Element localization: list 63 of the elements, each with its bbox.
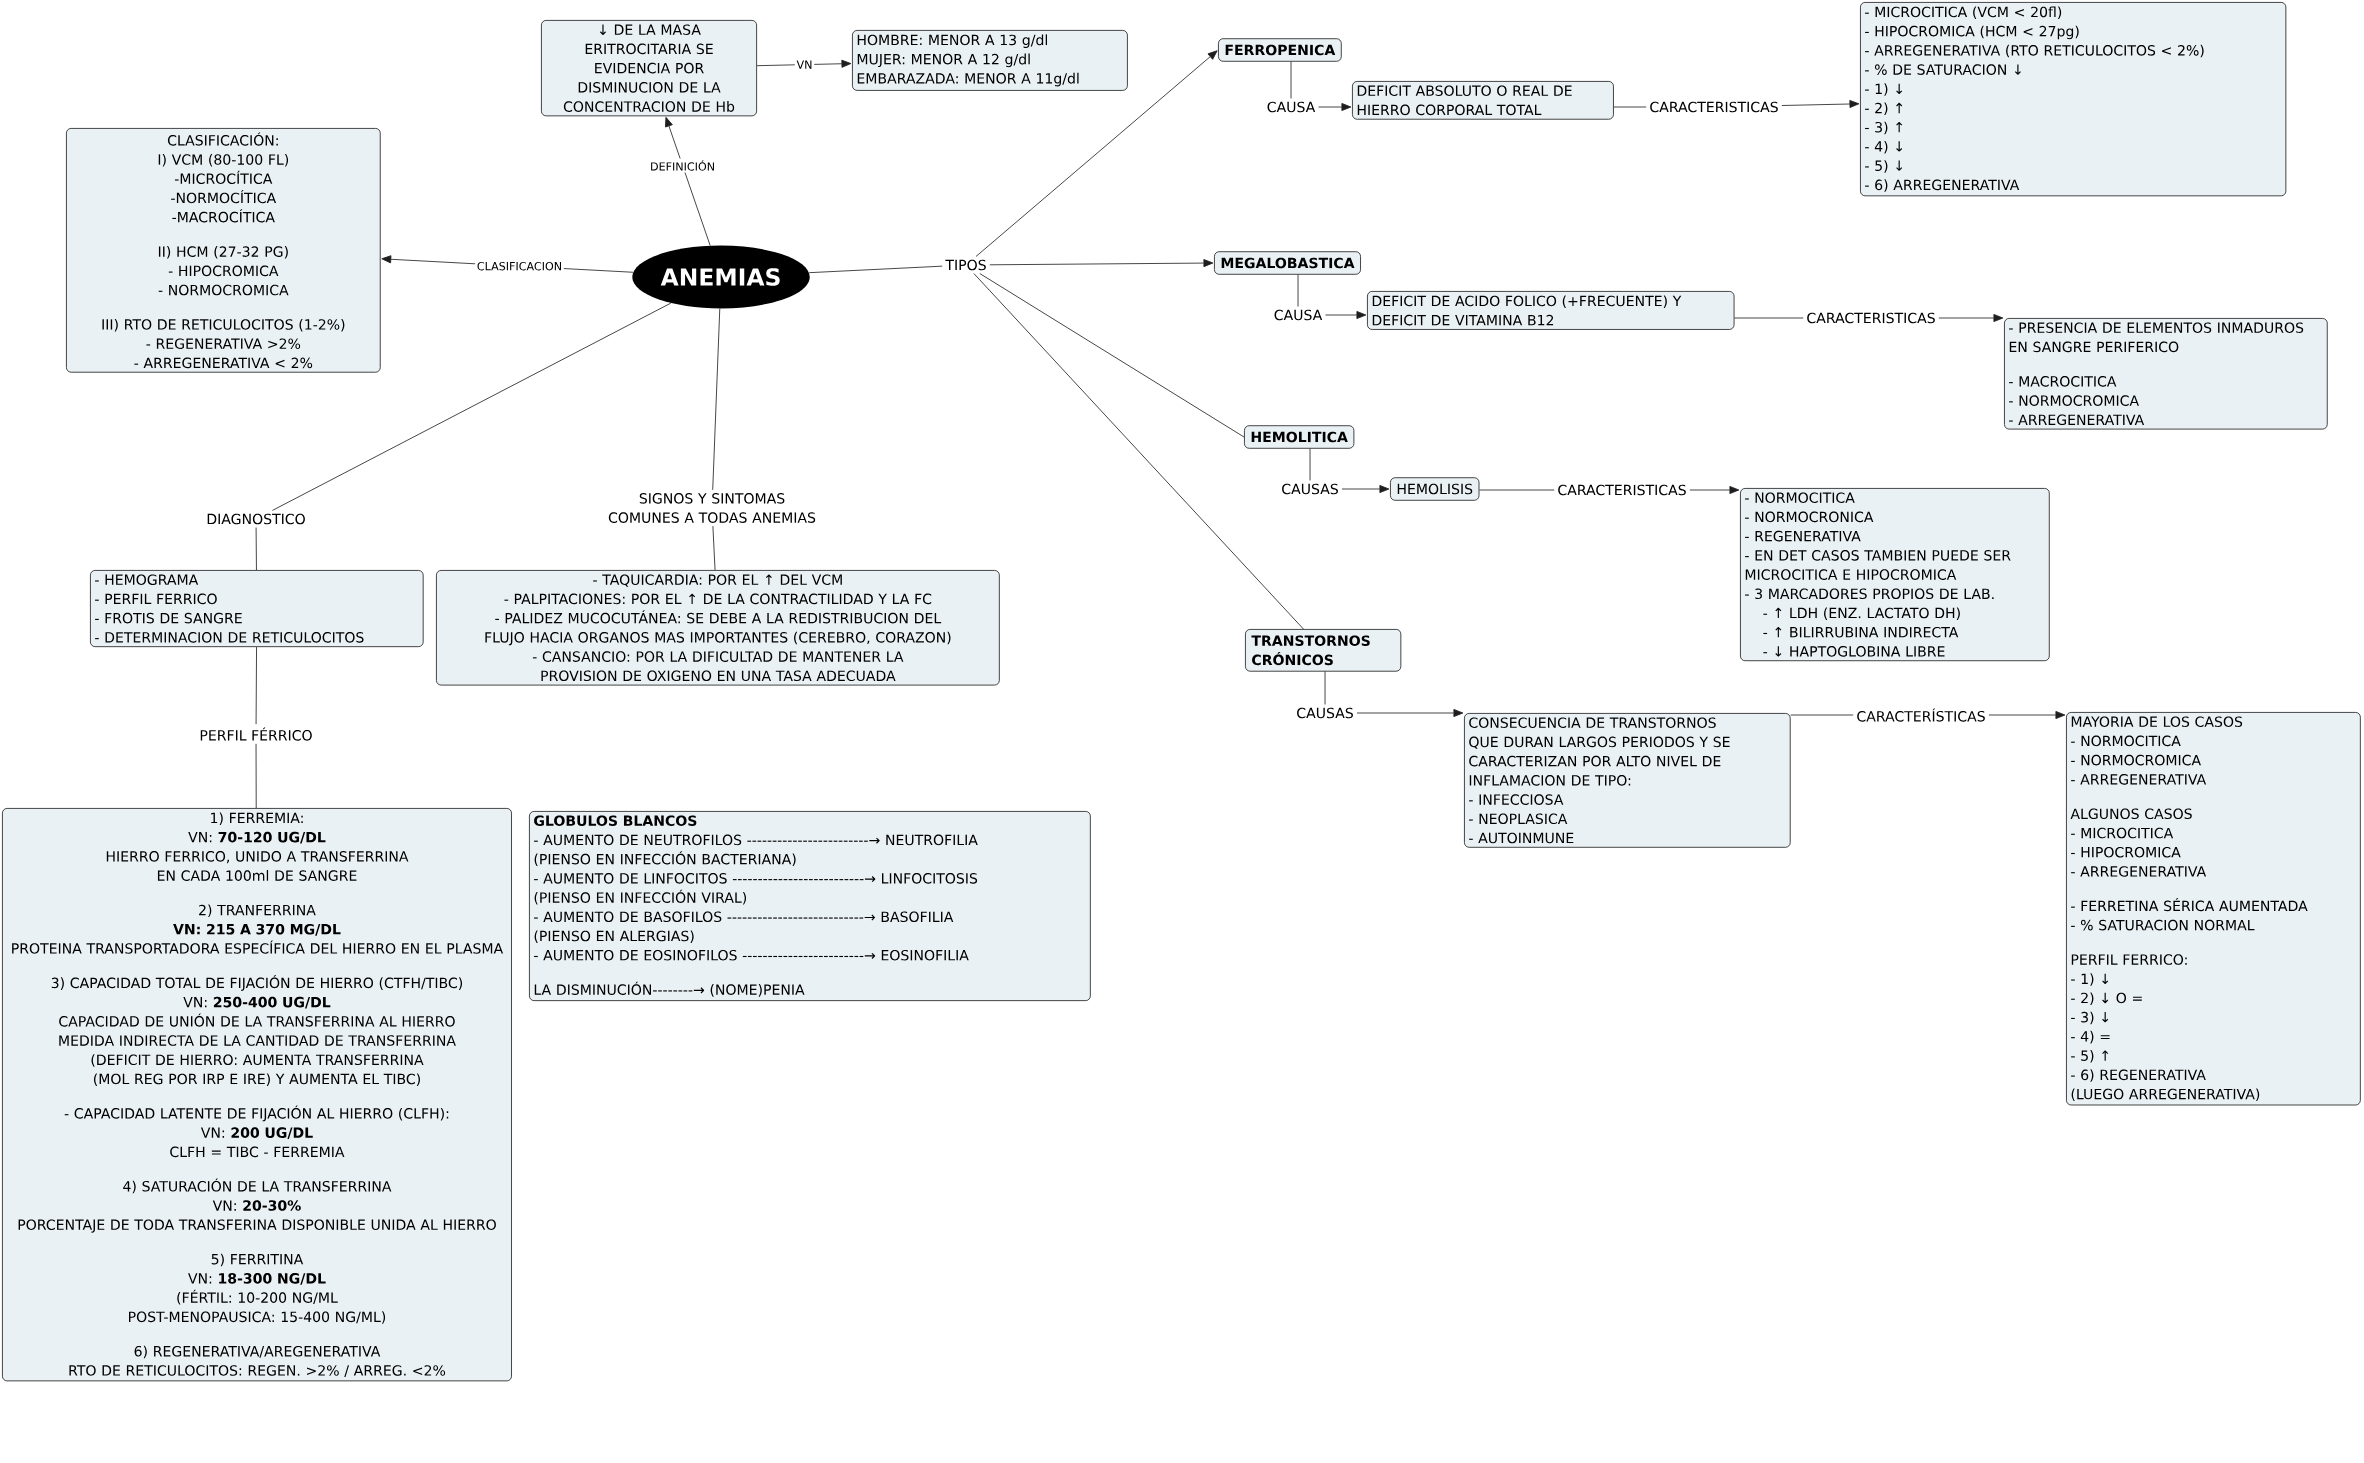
type-box: HEMOLITICA [1244,425,1355,449]
linking-phrase: SIGNOS Y SINTOMAS COMUNES A TODAS ANEMIAS [608,493,816,523]
linking-phrase: CARACTERISTICAS [1807,312,1935,324]
linking-phrase: CAUSA [1267,101,1316,113]
connector-line [1790,714,1854,716]
arrow [1318,103,1352,111]
connector-line [979,273,1245,438]
concept-box: GLOBULOS BLANCOS - AUMENTO DE NEUTROFILOS ------------------------→ NEUTROFILIA (PIENSO EN INFECCIÓN BACTERIANA) - AUMENTO DE LINFOCITOS --------------------------→ LINFOCITOSIS (PIENSO EN INFECCIÓN VIRAL) - AUMENTO DE BASOFILOS ---------------------------→ BASOFILIA (PIENSO EN ALERGIAS) - AUMENTO DE EOSINOFILOS ------------------------→ EOSINOFILIA LA DISMINUCIÓN--------→ (NOME)PENIA [529,811,1091,1002]
arrow [665,116,711,246]
connector-line [973,273,1304,630]
linking-phrase: PERFIL FÉRRICO [200,727,312,741]
edge-label: VN [794,58,815,71]
connector-line [1479,489,1555,491]
type-box: TRANSTORNOS CRÓNICOS [1245,629,1402,672]
linking-phrase: DIAGNOSTICO [207,513,305,525]
linking-phrase: CARACTERISTICAS [1558,484,1686,496]
arrow [756,59,852,68]
linking-phrase: CAUSAS [1282,483,1338,495]
arrow [989,259,1214,268]
type-box: MEGALOBASTICA [1214,251,1361,275]
edge-label: DEFINICIÓN [648,158,717,173]
connector-line [255,743,257,809]
connector-line [712,525,716,571]
connector-line [1297,274,1299,307]
arrow [1781,100,1860,108]
edge-label: CLASIFICACION [475,260,564,273]
concept-box: CONSECUENCIA DE TRANSTORNOS QUE DURAN LARGOS PERIODOS Y SE CARACTERIZAN POR ALTO NIVEL DE INFLAMACION DE TIPO: - INFECCIOSA - NEOPLASICA - AUTOINMUNE [1464,713,1791,848]
concept-box: HEMOLISIS [1390,477,1480,501]
connector-line [272,302,672,511]
concept-box: HOMBRE: MENOR A 13 g/dl MUJER: MENOR A 12 g/dl EMBARAZADA: MENOR A 11g/dl [852,30,1128,91]
connector-line [1734,317,1804,319]
connector-line [1613,106,1647,108]
linking-phrase: CARACTERÍSTICAS [1857,708,1985,722]
arrow [1356,709,1464,717]
linking-phrase: CAUSA [1274,309,1323,321]
connector-line [808,265,943,274]
linking-phrase: CAUSAS [1297,707,1353,719]
concept-box: - PRESENCIA DE ELEMENTOS INMADUROS EN SANGRE PERIFERICO - MACROCITICA - NORMOCROMICA - ARREGENERATIVA [2004,318,2328,430]
connector-line [1324,671,1326,705]
concept-box: - HEMOGRAMA - PERFIL FERRICO - FROTIS DE SANGRE - DETERMINACION DE RETICULOCITOS [90,570,424,648]
connector-line [1290,61,1292,99]
concept-box: DEFICIT ABSOLUTO O REAL DE HIERRO CORPORAL TOTAL [1352,81,1614,120]
arrow [975,50,1218,257]
concept-box: - MICROCITICA (VCM < 20fl) - HIPOCROMICA (HCM < 27pg) - ARREGENERATIVA (RTO RETICULOCITOS < 2%) - % DE SATURACION ↓ - 1) ↓ - 2) ↑ - 3) ↑ - 4) ↓ - 5) ↓ - 6) ARREGENERATIVA [1860,2,2287,197]
connector-line [712,308,721,491]
connector-line [1309,448,1311,481]
concept-box: DEFICIT DE ACIDO FOLICO (+FRECUENTE) Y DEFICIT DE VITAMINA B12 [1367,291,1735,330]
concept-box: - TAQUICARDIA: POR EL ↑ DEL VCM - PALPITACIONES: POR EL ↑ DE LA CONTRACTILIDAD Y LA FC - PALIDEZ MUCOCUTÁNEA: SE DEBE A LA REDISTRIBUCION DEL FLUJO HACIA ORGANOS MAS IMPORTANTES (CEREBRO, CORAZON) - CANSANCIO: POR LA DIFICULTAD DE MANTENER LA PROVISION DE OXIGENO EN UNA TASA ADECUADA [436,570,1000,686]
concept-box: 1) FERREMIA: VN: 70-120 UG/DL HIERRO FERRICO, UNIDO A TRANSFERRINA EN CADA 100ml DE SANGRE 2) TRANFERRINA VN: 215 A 370 MG/DL PROTEINA TRANSPORTADORA ESPECÍFICA DEL HIERRO EN EL PLASMA 3) CAPACIDAD TOTAL DE FIJACIÓN DE HIERRO (CTFH/TIBC) VN: 250-400 UG/DL CAPACIDAD DE UNIÓN DE LA TRANSFERRINA AL HIERRO MEDIDA INDIRECTA DE LA CANTIDAD DE TRANSFERRINA (DEFICIT DE HIERRO: AUMENTA TRANSFERRINA (MOL REG POR IRP E IRE) Y AUMENTA EL TIBC) - CAPACIDAD LATENTE DE FIJACIÓN AL HIERRO (CLFH): VN: 200 UG/DL CLFH = TIBC - FERREMIA 4) SATURACIÓN DE LA TRANSFERRINA VN: 20-30% PORCENTAJE DE TODA TRANSFERINA DISPONIBLE UNIDA AL HIERRO 5) FERRITINA VN: 18-300 NG/DL (FÉRTIL: 10-200 NG/ML POST-MENOPAUSICA: 15-400 NG/ML) 6) REGENERATIVA/AREGENERATIVA RTO DE RETICULOCITOS: REGEN. >2% / ARREG. <2% [2,808,512,1382]
linking-phrase: CARACTERISTICAS [1650,101,1778,113]
concept-box: CLASIFICACIÓN: I) VCM (80-100 FL) -MICROCÍTICA -NORMOCÍTICA -MACROCÍTICA II) HCM (27-32 PG) - HIPOCROMICA - NORMOCROMICA III) RTO DE RETICULOCITOS (1-2%) - REGENERATIVA >2% - ARREGENERATIVA < 2% [66,128,381,373]
concept-box: ↓ DE LA MASA ERITROCITARIA SE EVIDENCIA POR DISMINUCION DE LA CONCENTRACION DE Hb [541,20,758,117]
arrow [1988,711,2066,719]
arrow [1689,486,1740,495]
arrow [1938,314,2004,323]
connector-line [255,646,257,725]
type-box: FERROPENICA [1218,38,1342,62]
linking-phrase: TIPOS [945,259,986,271]
concept-box: MAYORIA DE LOS CASOS - NORMOCITICA - NORMOCROMICA - ARREGENERATIVA ALGUNOS CASOS - MICROCITICA - HIPOCROMICA - ARREGENERATIVA - FERRETINA SÉRICA AUMENTADA - % SATURACION NORMAL PERFIL FERRICO: - 1) ↓ - 2) ↓ O = - 3) ↓ - 4) = - 5) ↑ - 6) REGENERATIVA (LUEGO ARREGENERATIVA) [2066,712,2361,1106]
arrow [1341,485,1390,494]
connector-line [255,527,257,571]
concept-box: - NORMOCITICA - NORMOCRONICA - REGENERATIVA - EN DET CASOS TAMBIEN PUEDE SER MICROCITICA E HIPOCROMICA - 3 MARCADORES PROPIOS DE LAB. - ↑ LDH (ENZ. LACTATO DH) - ↑ BILIRRUBINA INDIRECTA - ↓ HAPTOGLOBINA LIBRE [1740,488,2050,662]
arrow [1325,311,1367,320]
